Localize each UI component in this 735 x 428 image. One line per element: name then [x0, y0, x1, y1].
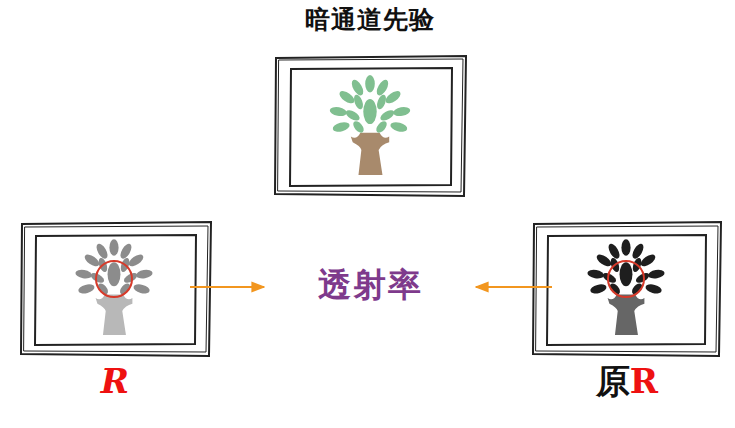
image-frame: R: [40, 218, 190, 414]
frame-with-heading: 暗通道先验: [262, 2, 478, 46]
arrow-connector: [476, 286, 552, 288]
node-label: 原R: [552, 362, 702, 401]
node-label: 暗通道先验: [262, 6, 478, 35]
node-label: 透射率: [264, 266, 476, 304]
image-frame: 原R: [552, 218, 702, 414]
result-label: 透射率: [264, 262, 476, 312]
arrow-connector: [190, 286, 264, 288]
node-label: R: [40, 362, 190, 401]
